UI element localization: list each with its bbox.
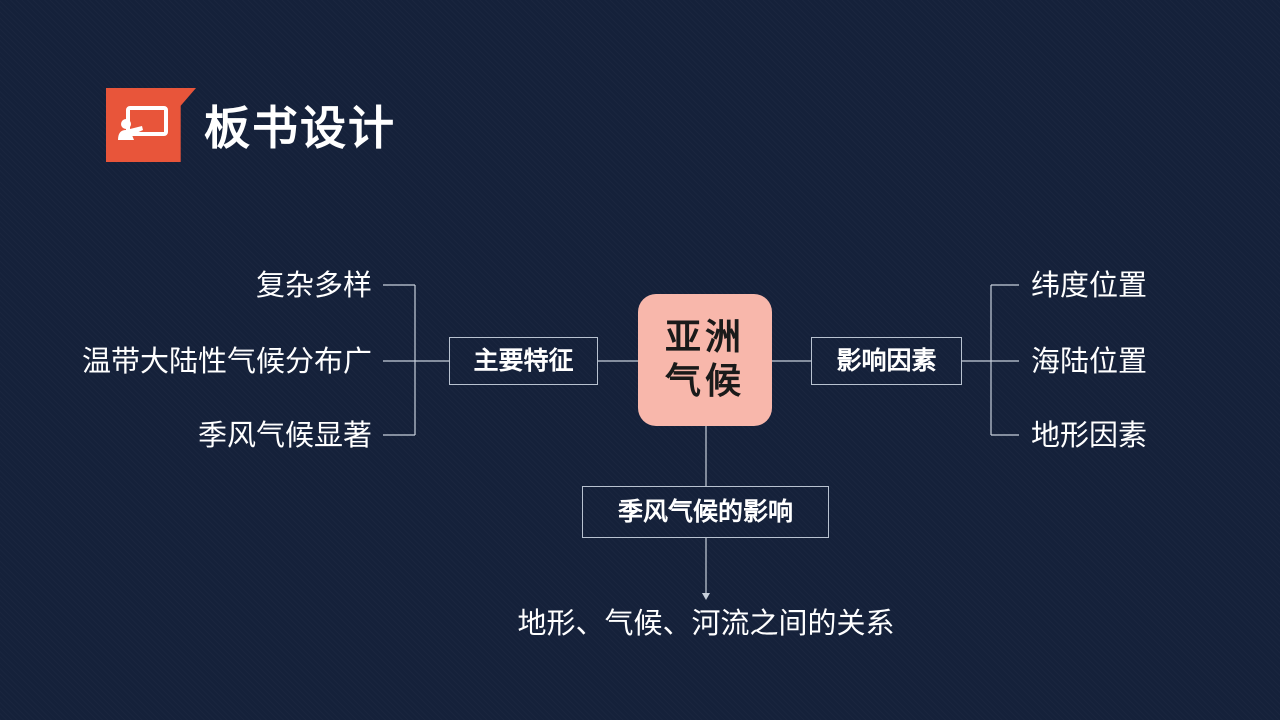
left-item-1: 复杂多样	[255, 268, 372, 302]
right-branch-label: 影响因素	[811, 337, 962, 385]
left-item-2: 温带大陆性气候分布广	[81, 344, 372, 378]
left-branch-label: 主要特征	[449, 337, 598, 385]
bottom-result: 地形、气候、河流之间的关系	[517, 606, 895, 640]
right-item-1: 纬度位置	[1031, 268, 1148, 302]
page-title: 板书设计	[204, 101, 396, 155]
center-node: 亚洲 气候	[638, 294, 772, 426]
right-item-2: 海陆位置	[1031, 344, 1148, 378]
bottom-branch-label: 季风气候的影响	[582, 486, 829, 538]
right-item-3: 地形因素	[1031, 418, 1148, 452]
center-line-2: 气候	[664, 361, 745, 402]
center-line-1: 亚洲	[664, 317, 745, 358]
left-item-3: 季风气候显著	[197, 418, 372, 452]
